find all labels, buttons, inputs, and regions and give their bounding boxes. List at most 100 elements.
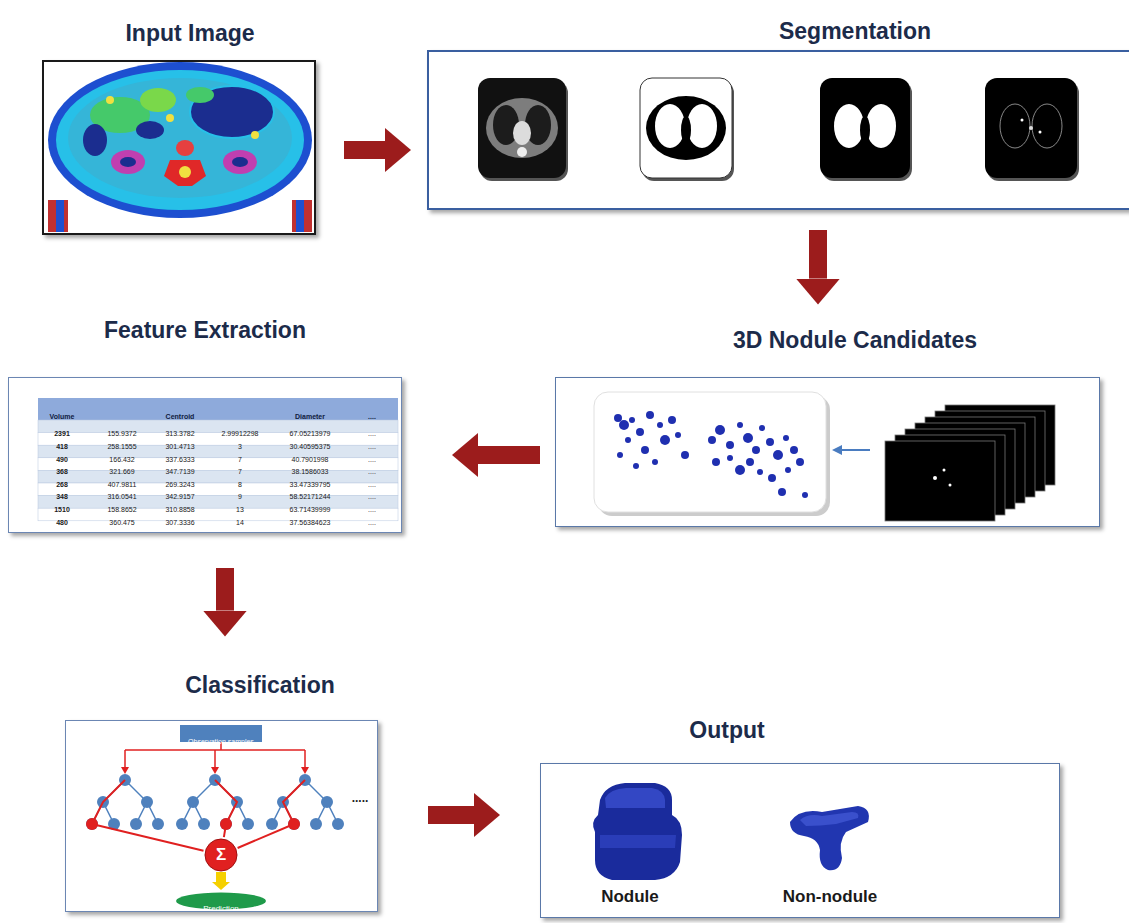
stage-heading: Segmentation xyxy=(779,18,931,44)
slice-stack xyxy=(933,476,937,480)
ct-colour-image xyxy=(83,124,107,156)
candidate-blob xyxy=(625,437,631,443)
table-cell: 313.3782 xyxy=(165,430,194,438)
sum-circle xyxy=(205,839,237,871)
lung-mask-image xyxy=(646,96,726,160)
table-cell: 40.7901998 xyxy=(292,456,329,464)
sample-arrowhead xyxy=(211,767,219,774)
label-holder: 418 xyxy=(56,435,68,453)
candidate-blob xyxy=(660,435,670,445)
decision-path xyxy=(92,780,305,851)
label-holder: 3 xyxy=(238,435,242,453)
label-holder: 155.9372 xyxy=(107,422,136,440)
label-holder: .... xyxy=(368,435,376,453)
slice-stack xyxy=(885,405,1055,521)
table-cell: 347.7139 xyxy=(165,468,194,476)
nodule-shape xyxy=(593,783,682,880)
candidate-blob xyxy=(617,452,623,458)
candidate-blob xyxy=(708,436,716,444)
lung-outline-image xyxy=(1021,119,1024,122)
candidate-blob xyxy=(766,438,774,446)
candidate-blob xyxy=(668,416,676,424)
nodule-shape xyxy=(593,783,682,880)
ct-colour-image xyxy=(56,70,304,210)
label-holder: 407.9811 xyxy=(108,473,137,491)
label-holder: 490 xyxy=(56,448,68,466)
stage-panel xyxy=(427,50,1129,210)
candidate-blob xyxy=(646,411,654,419)
table-cell: 158.8652 xyxy=(107,506,136,514)
table-cell: .... xyxy=(368,443,376,451)
table-cell: 307.3336 xyxy=(165,519,194,527)
table-cell: 337.6333 xyxy=(165,456,194,464)
table-cell: 63.71439999 xyxy=(290,506,331,514)
ct-colour-image xyxy=(45,63,313,232)
diagram-label: Σ xyxy=(216,846,226,865)
flow-arrow xyxy=(478,446,540,464)
sample-arrowhead xyxy=(121,767,309,774)
table-cell: 342.9157 xyxy=(165,493,194,501)
table-cell: .... xyxy=(368,456,376,464)
label-holder: 313.3782 xyxy=(165,422,194,440)
table-row xyxy=(38,470,398,483)
candidate-blob xyxy=(641,446,649,454)
candidate-blob xyxy=(657,422,663,428)
label-holder: Prediction xyxy=(203,897,239,915)
candidate-blob xyxy=(735,465,745,475)
label-holder: 40.7901998 xyxy=(292,448,329,466)
candidate-blob xyxy=(783,435,789,441)
table-cell: 166.432 xyxy=(109,456,134,464)
ct-grey-image xyxy=(478,78,568,181)
heading-holder: Output xyxy=(689,717,764,743)
candidate-blob xyxy=(785,467,791,473)
table-cell: 2.99912298 xyxy=(222,430,259,438)
table-row xyxy=(38,483,398,496)
flow-arrow xyxy=(809,230,827,279)
label-holder: Diameter xyxy=(295,405,325,423)
label-holder: 301.4713 xyxy=(165,435,194,453)
table-cell: 269.3243 xyxy=(165,481,194,489)
label-holder: Centroid xyxy=(166,405,195,423)
yellow-arrow xyxy=(212,872,230,890)
label-holder: .... xyxy=(368,473,376,491)
lung-region-image xyxy=(820,78,910,178)
ct-grey-image xyxy=(478,78,566,178)
decision-path xyxy=(238,824,294,848)
ct-colour-image xyxy=(164,160,206,186)
label-holder: 7 xyxy=(238,460,242,478)
decision-path xyxy=(92,780,125,824)
candidate-blob xyxy=(715,425,725,435)
label-holder: .... xyxy=(368,422,376,440)
lung-mask-image xyxy=(687,104,717,148)
label-holder: 63.71439999 xyxy=(290,498,331,516)
flow-arrow xyxy=(428,806,474,824)
table-cell: 490 xyxy=(56,456,68,464)
label-holder: 158.8652 xyxy=(107,498,136,516)
ct-colour-image xyxy=(140,88,176,112)
table-cell: 418 xyxy=(56,443,68,451)
table-cell: 14 xyxy=(236,519,244,527)
candidate-blob xyxy=(796,458,804,466)
flow-arrow xyxy=(216,568,234,611)
candidate-blob xyxy=(675,432,681,438)
candidate-render xyxy=(594,392,830,516)
stage-heading: Input Image xyxy=(125,20,254,46)
candidate-blob xyxy=(737,422,743,428)
ct-colour-image xyxy=(120,157,136,167)
stage-box: OutputNoduleNon-nodule xyxy=(540,717,1060,918)
decision-path xyxy=(92,824,204,851)
lung-region-image xyxy=(866,104,896,148)
label-holder: 258.1555 xyxy=(107,435,136,453)
ct-colour-image xyxy=(223,150,257,174)
ct-colour-image xyxy=(251,131,259,139)
stage-panel xyxy=(65,720,378,912)
ct-colour-image xyxy=(136,121,164,139)
table-cell: 368 xyxy=(56,468,68,476)
label-holder: ..... xyxy=(352,788,369,806)
pointer-arrow xyxy=(832,445,842,455)
table-cell: 7 xyxy=(238,468,242,476)
table-row xyxy=(38,458,398,471)
ct-colour-image xyxy=(186,87,214,103)
ct-colour-image xyxy=(48,200,56,232)
